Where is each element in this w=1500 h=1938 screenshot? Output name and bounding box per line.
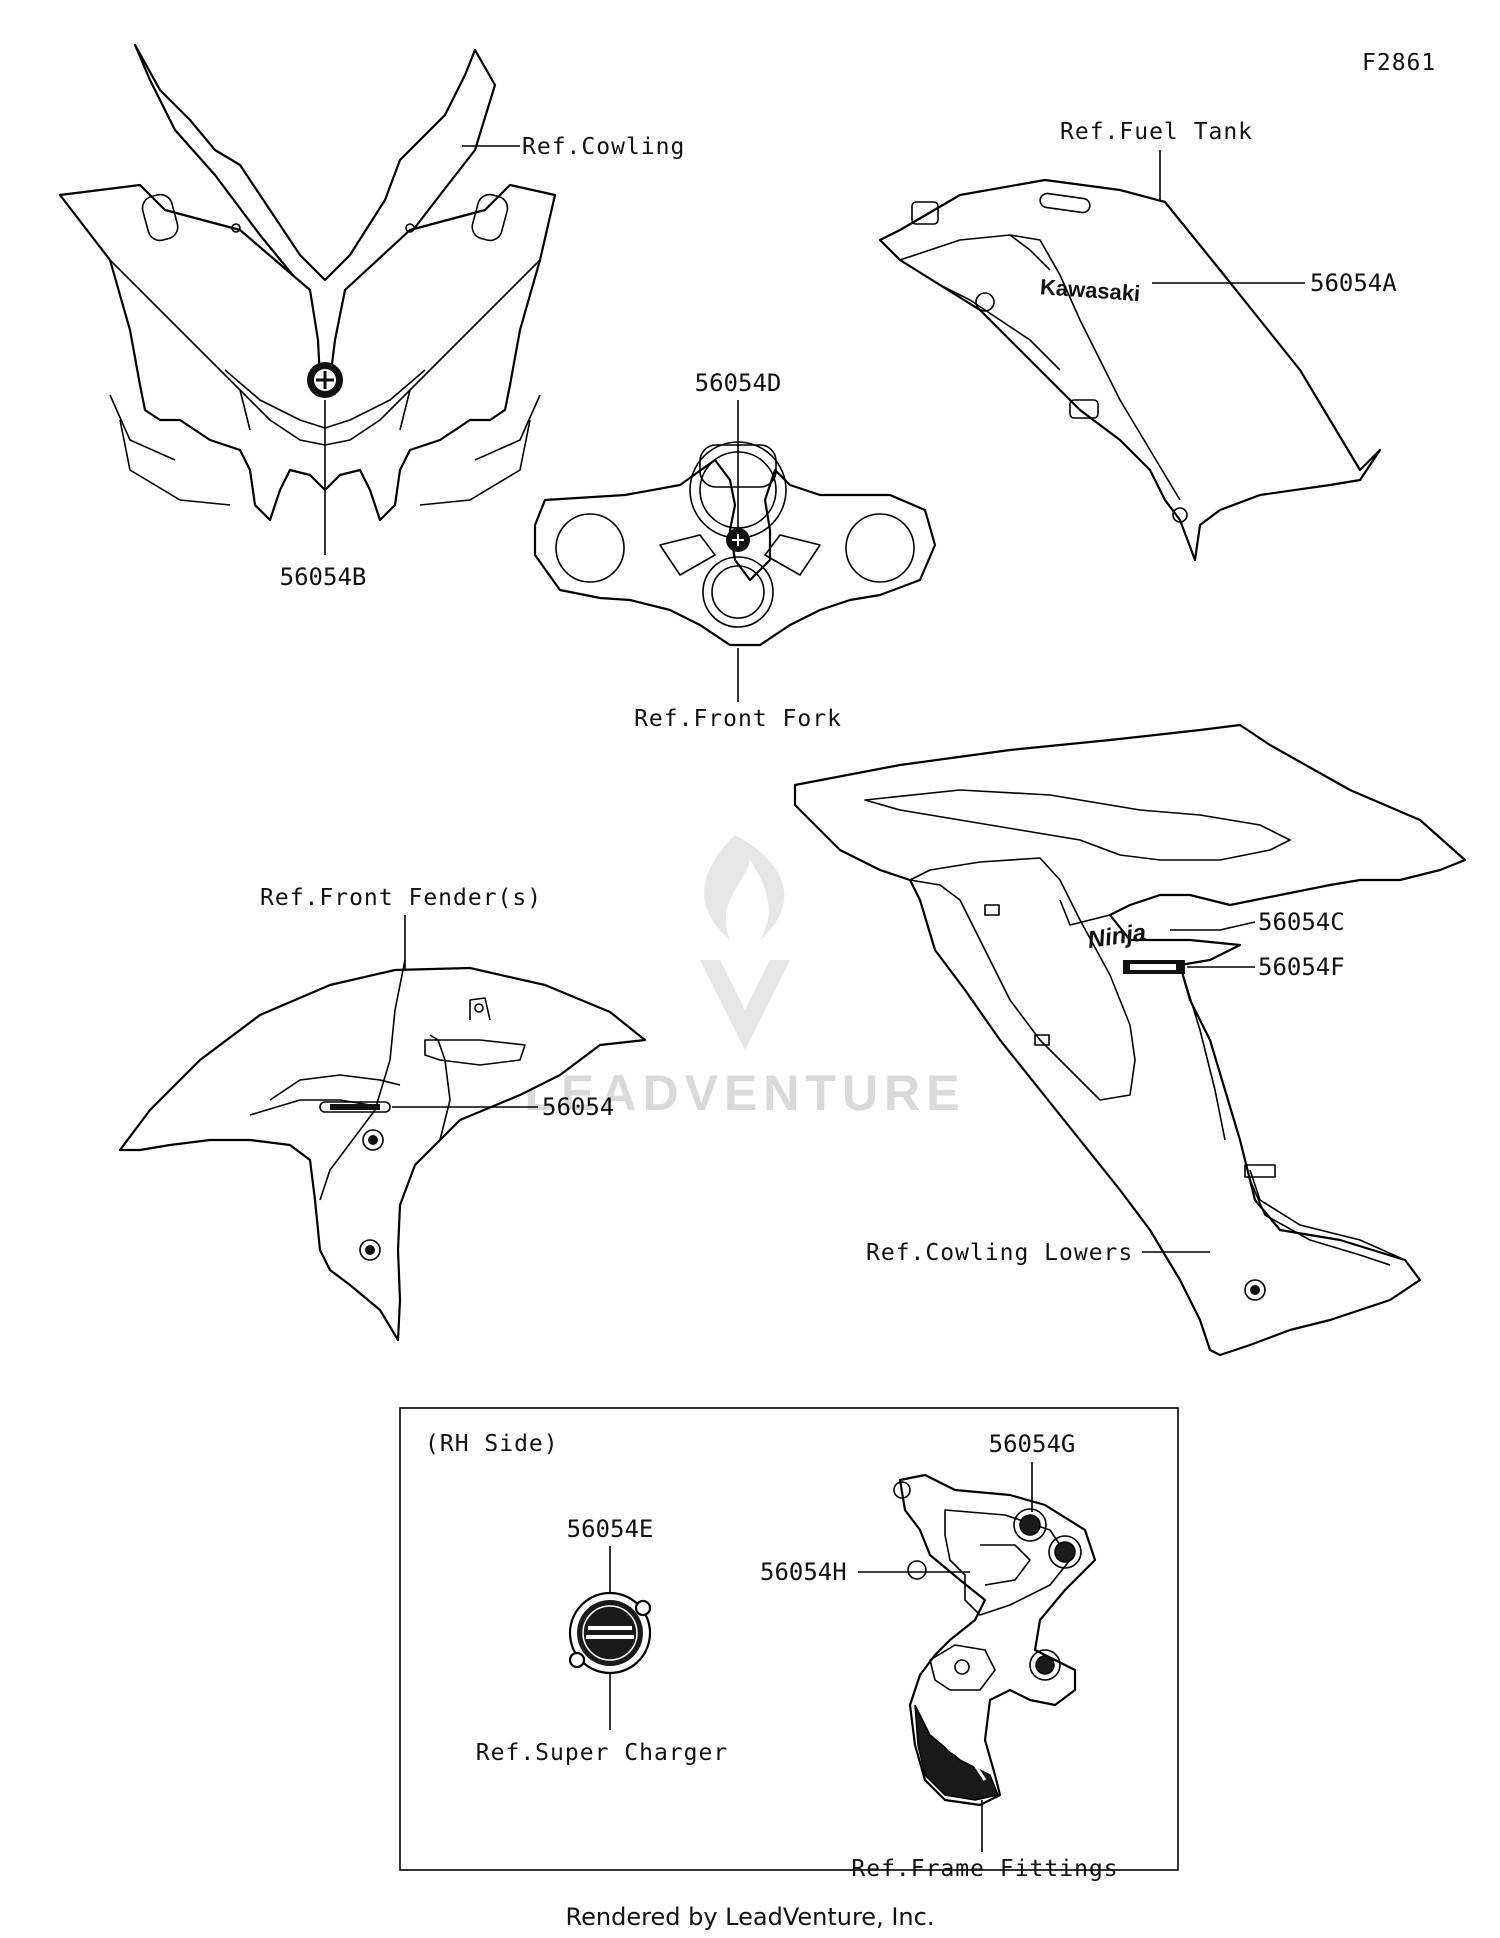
part-56054b: 56054B bbox=[280, 563, 367, 591]
super-charger-cover bbox=[568, 1591, 652, 1675]
part-56054e: 56054E bbox=[567, 1515, 654, 1543]
part-56054h: 56054H bbox=[760, 1558, 847, 1586]
fuel-tank: Kawasaki bbox=[878, 178, 1382, 562]
part-56054c: 56054C bbox=[1258, 908, 1345, 936]
rh-side-title: (RH Side) bbox=[425, 1431, 559, 1457]
watermark-text: LEADVENTURE bbox=[524, 1065, 965, 1121]
ref-frame-fittings-label: Ref.Frame Fittings bbox=[851, 1856, 1118, 1882]
ref-fuel-tank-label: Ref.Fuel Tank bbox=[1060, 119, 1253, 145]
upper-cowling bbox=[58, 43, 557, 522]
cowling-lowers: Ninja bbox=[793, 723, 1467, 1357]
part-56054a: 56054A bbox=[1310, 269, 1397, 297]
part-56054f: 56054F bbox=[1258, 953, 1345, 981]
front-fender bbox=[118, 959, 647, 1342]
ref-front-fender-label: Ref.Front Fender(s) bbox=[260, 885, 542, 911]
rh-side-box bbox=[399, 1407, 1179, 1871]
figure-code: F2861 bbox=[1362, 50, 1436, 76]
footer-credit: Rendered by LeadVenture, Inc. bbox=[566, 1903, 935, 1931]
front-fork-bridge bbox=[533, 441, 937, 647]
leadventure-watermark: LEADVENTURE bbox=[524, 835, 965, 1121]
ref-cowling-lowers-label: Ref.Cowling Lowers bbox=[866, 1240, 1133, 1266]
part-56054: 56054 bbox=[542, 1093, 614, 1121]
ref-super-charger-label: Ref.Super Charger bbox=[476, 1740, 728, 1766]
part-56054d: 56054D bbox=[695, 369, 782, 397]
ref-cowling-label: Ref.Cowling bbox=[522, 134, 685, 160]
frame-fitting bbox=[893, 1473, 1097, 1807]
part-56054g: 56054G bbox=[989, 1430, 1076, 1458]
ref-front-fork-label: Ref.Front Fork bbox=[634, 706, 842, 732]
